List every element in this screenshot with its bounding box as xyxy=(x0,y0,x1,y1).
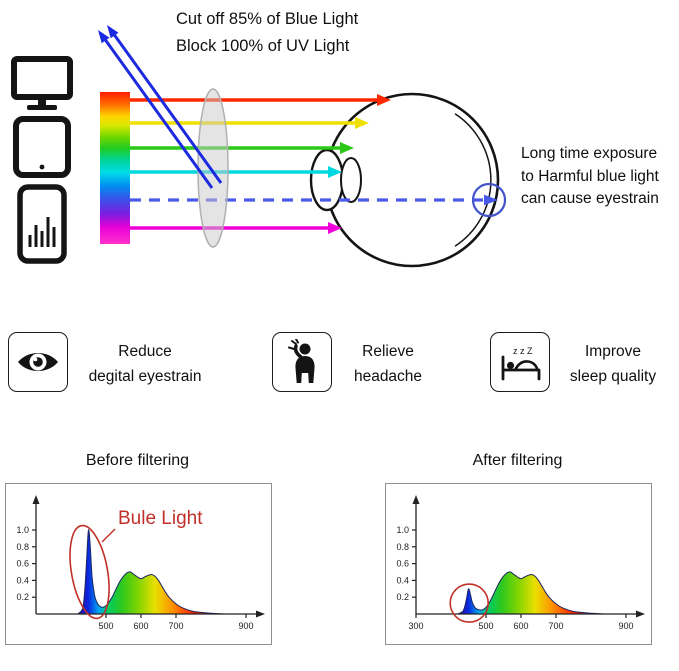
x-tick-label: 600 xyxy=(513,621,528,631)
benefit-sleep-line-1: Improve xyxy=(585,343,641,360)
y-tick-label: 1.0 xyxy=(16,525,29,535)
y-tick-label: 0.4 xyxy=(16,575,29,585)
benefit-sleep-label: Improve sleep quality xyxy=(549,339,677,389)
y-axis-arrow xyxy=(32,495,40,504)
monitor-icon xyxy=(11,56,73,110)
benefit-eyestrain-line-1: Reduce xyxy=(118,343,172,360)
green-ray xyxy=(130,142,354,154)
y-tick-label: 0.4 xyxy=(396,575,409,585)
x-tick-label: 500 xyxy=(478,621,493,631)
benefit-headache-box xyxy=(272,332,332,392)
warning-line-3: can cause eyestrain xyxy=(521,190,659,207)
y-tick-label: 1.0 xyxy=(396,525,409,535)
red-ray xyxy=(130,94,391,106)
x-tick-label: 900 xyxy=(238,621,253,631)
smartphone-icon xyxy=(17,184,67,264)
x-tick-label: 900 xyxy=(618,621,633,631)
chart-before-block: Before filtering 0.2 0.4 0.6 0.8 1.0 500 600 70… xyxy=(5,452,272,645)
spectrum-chart-after: 0.2 0.4 0.6 0.8 1.0 300 500 600 700 900 xyxy=(385,483,652,645)
retina-impact-circle xyxy=(471,182,507,218)
y-tick-label: 0.8 xyxy=(16,542,29,552)
y-tick-label: 0.6 xyxy=(396,559,409,569)
blue-peak-circle xyxy=(449,583,489,623)
eye-icon xyxy=(18,353,58,371)
y-tick-label: 0.2 xyxy=(16,592,29,602)
y-tick-label: 0.6 xyxy=(16,559,29,569)
claim-line-2: Block 100% of UV Light xyxy=(176,37,350,55)
device-icons xyxy=(11,56,73,264)
y-tick-label: 0.8 xyxy=(396,542,409,552)
y-axis-arrow xyxy=(412,495,420,504)
eye-lens xyxy=(340,157,362,203)
x-tick-label: 300 xyxy=(408,621,423,631)
benefit-eyestrain-box xyxy=(8,332,68,392)
spectrum-outline xyxy=(77,529,247,615)
x-tick-label: 700 xyxy=(548,621,563,631)
eyeball-diagram xyxy=(309,92,500,268)
benefit-eyestrain-line-2: degital eyestrain xyxy=(88,368,202,385)
sleep-bed-icon: z z Z xyxy=(501,346,541,381)
x-tick-label: 700 xyxy=(168,621,183,631)
spectrum-chart-before: 0.2 0.4 0.6 0.8 1.0 500 600 700 900 Bule Light xyxy=(5,483,272,645)
magenta-ray xyxy=(130,222,342,234)
claim-line-1: Cut off 85% of Blue Light xyxy=(176,10,359,28)
y-tick-label: 0.2 xyxy=(396,592,409,602)
chart-after-block: After filtering 0.2 0.4 0.6 0.8 1.0 300 500 600… xyxy=(385,452,652,645)
x-tick-label: 600 xyxy=(133,621,148,631)
spectrum-area xyxy=(458,571,626,615)
blue-dashed-ray xyxy=(130,194,498,206)
blue-peak-ellipse xyxy=(69,524,110,620)
warning-line-2: to Harmful blue light xyxy=(521,167,659,185)
spectrum-area xyxy=(78,529,246,615)
tablet-icon xyxy=(13,116,71,178)
benefit-sleep-line-2: sleep quality xyxy=(569,368,657,385)
cyan-ray xyxy=(130,166,342,178)
zzz-glyphs: z z Z xyxy=(513,346,533,356)
x-axis-arrow xyxy=(636,610,645,618)
chart-after-title: After filtering xyxy=(472,452,563,469)
yellow-ray xyxy=(130,117,369,129)
benefit-headache-label: Relieve headache xyxy=(332,339,444,389)
benefit-headache-line-1: Relieve xyxy=(362,343,414,360)
benefit-eyestrain-label: Reduce degital eyestrain xyxy=(68,339,222,389)
x-axis-arrow xyxy=(256,610,265,618)
light-rays xyxy=(130,94,498,234)
spectrum-bar xyxy=(100,92,130,244)
reflected-blue-beam xyxy=(98,25,223,189)
claim-text: Cut off 85% of Blue Light Block 100% of … xyxy=(176,6,358,60)
warning-line-1: Long time exposure xyxy=(521,145,658,162)
benefit-sleep-box: z z Z xyxy=(490,332,550,392)
spectrum-outline xyxy=(457,571,627,615)
blue-light-annotation-label: Bule Light xyxy=(118,508,203,529)
x-tick-label: 500 xyxy=(98,621,113,631)
annotation-leader-line xyxy=(101,528,116,543)
headache-icon xyxy=(288,339,315,383)
glasses-lens xyxy=(197,88,229,248)
chart-before-title: Before filtering xyxy=(85,452,190,469)
eyestrain-warning-text: Long time exposure to Harmful blue light… xyxy=(521,143,659,211)
light-path-diagram xyxy=(11,25,507,268)
benefit-headache-line-2: headache xyxy=(353,368,423,385)
